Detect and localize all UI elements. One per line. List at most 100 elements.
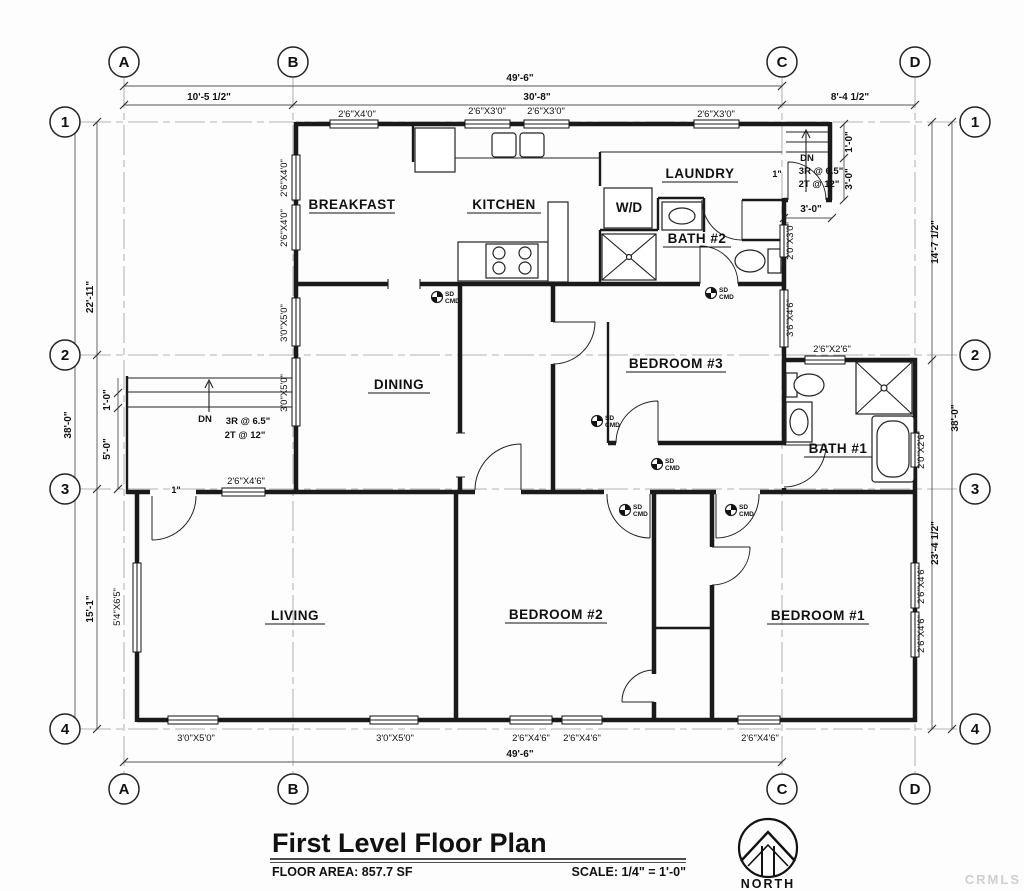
window (369, 715, 419, 725)
window-label: 3'0"X5'0" (279, 374, 290, 412)
grid-bubble-2-right: 2 (971, 347, 979, 364)
dimension-labels: 49'-6" 10'-5 1/2" 30'-8" 8'-4 1/2" 22'-1… (63, 73, 961, 760)
svg-text:CMD: CMD (605, 422, 620, 429)
room-label-bedroom1: BEDROOM #1 (771, 608, 865, 623)
room-label-dining: DINING (374, 377, 424, 392)
dim-right-12: 14'-7 1/2" (930, 220, 941, 264)
window-label: 2'6"X3'0" (468, 106, 506, 117)
bath2-toilet-tank (767, 248, 782, 274)
window (291, 297, 301, 347)
window-label: 2'6"X4'0" (279, 159, 290, 197)
dim-seg-cd: 8'-4 1/2" (831, 92, 870, 103)
dim-overall-top: 49'-6" (506, 73, 533, 84)
dim-stair-left-landing: 5'-0" (102, 438, 113, 460)
window (779, 224, 789, 258)
window-label: 3'0"X5'0" (279, 304, 290, 342)
dim-stair-right-depth: 3'-0" (844, 168, 855, 190)
window-label: 3'0"X5'0" (376, 733, 414, 744)
grid-bubble-d-top: D (910, 54, 921, 71)
window (509, 715, 553, 725)
svg-text:SD: SD (739, 504, 748, 511)
svg-text:CMD: CMD (719, 294, 734, 301)
stair-right-dn: DN (800, 153, 814, 164)
walls (125, 121, 918, 723)
grid-bubble-b-bottom: B (288, 781, 299, 798)
north-arrow-icon (737, 817, 799, 879)
bath2-sink (668, 207, 696, 225)
cmd-label: CMD (445, 298, 460, 305)
dim-stair-right-width: 1'-0" (844, 131, 855, 153)
svg-text:SD: SD (605, 415, 614, 422)
dim-wall-thickness-a: 1" (171, 485, 180, 495)
window (693, 119, 740, 129)
grid-bubble-4-left: 4 (61, 721, 70, 738)
grid-bubble-2-left: 2 (61, 347, 69, 364)
grid-bubble-1-left: 1 (61, 114, 69, 131)
grid-bubble-3-left: 3 (61, 481, 69, 498)
grid-bubble-c-top: C (777, 54, 788, 71)
window (779, 289, 789, 348)
window (329, 119, 379, 129)
dim-seg-bc: 30'-8" (523, 92, 550, 103)
grid-bubbles: A B C D A B C D 1 2 3 4 1 2 3 4 (49, 46, 991, 805)
window-label: 2'6"X4'0" (279, 209, 290, 247)
plan-title: First Level Floor Plan (272, 828, 547, 858)
window-label: 2'6"X4'6" (512, 733, 550, 744)
room-label-laundry: LAUNDRY (666, 166, 735, 181)
window (910, 562, 920, 609)
room-label-bedroom3: BEDROOM #3 (629, 356, 723, 371)
bath1-fixtures (785, 361, 915, 483)
scale-note: SCALE: 1/4" = 1'-0" (571, 865, 686, 879)
stairs-right (786, 128, 830, 192)
dim-stair-left-run: 1'-0" (102, 389, 113, 411)
window (167, 715, 219, 725)
window (523, 119, 570, 129)
kitchen-sink-left (491, 132, 517, 158)
grid-bubble-4-right: 4 (971, 721, 980, 738)
window (737, 715, 781, 725)
doors (151, 161, 827, 703)
dim-stair-right-run: 3'-0" (800, 204, 822, 215)
stair-left-dn: DN (198, 414, 212, 425)
window-label: 2'6"X3'0" (527, 106, 565, 117)
window (291, 357, 301, 427)
room-label-bedroom2: BEDROOM #2 (509, 607, 603, 622)
bath2-fixtures (601, 201, 782, 281)
window (910, 432, 920, 468)
window-label: 5'4"X6'5" (112, 588, 123, 626)
dim-left-34: 15'-1" (85, 595, 96, 622)
window-label: 2'0"X2'6" (916, 431, 927, 469)
dim-left-12: 22'-11" (85, 281, 96, 313)
grid-bubble-d-bottom: D (910, 781, 921, 798)
window-label: 3'6"X4'6" (785, 299, 796, 337)
stair-right-treads: 2T @ 12" (799, 179, 840, 190)
grid-bubble-a-top: A (119, 54, 130, 71)
stair-notes: DN 3R @ 6.5" 2T @ 12" DN 3R @ 6.5" 2T @ … (198, 153, 843, 441)
window (561, 715, 603, 725)
dim-seg-ab: 10'-5 1/2" (187, 92, 231, 103)
grid-bubble-a-bottom: A (119, 781, 130, 798)
window (464, 119, 511, 129)
window (221, 487, 266, 497)
washer-dryer (603, 187, 653, 229)
dim-overall-bottom: 49'-6" (506, 749, 533, 760)
kitchen-fixtures (414, 127, 782, 283)
window-label: 2'6"X3'0" (697, 109, 735, 120)
dim-right-overall: 38'-0" (950, 404, 961, 431)
watermark: CRMLS (965, 872, 1021, 887)
kitchen-peninsula (547, 201, 569, 283)
stair-left-treads: 2T @ 12" (225, 430, 266, 441)
window (291, 204, 301, 251)
stair-left-risers: 3R @ 6.5" (226, 416, 270, 427)
window-label: 2'6"X2'6" (813, 344, 851, 355)
floor-area-note: FLOOR AREA: 857.7 SF (272, 865, 413, 879)
window-label: 2'6"X4'6" (741, 733, 779, 744)
window (291, 154, 301, 201)
